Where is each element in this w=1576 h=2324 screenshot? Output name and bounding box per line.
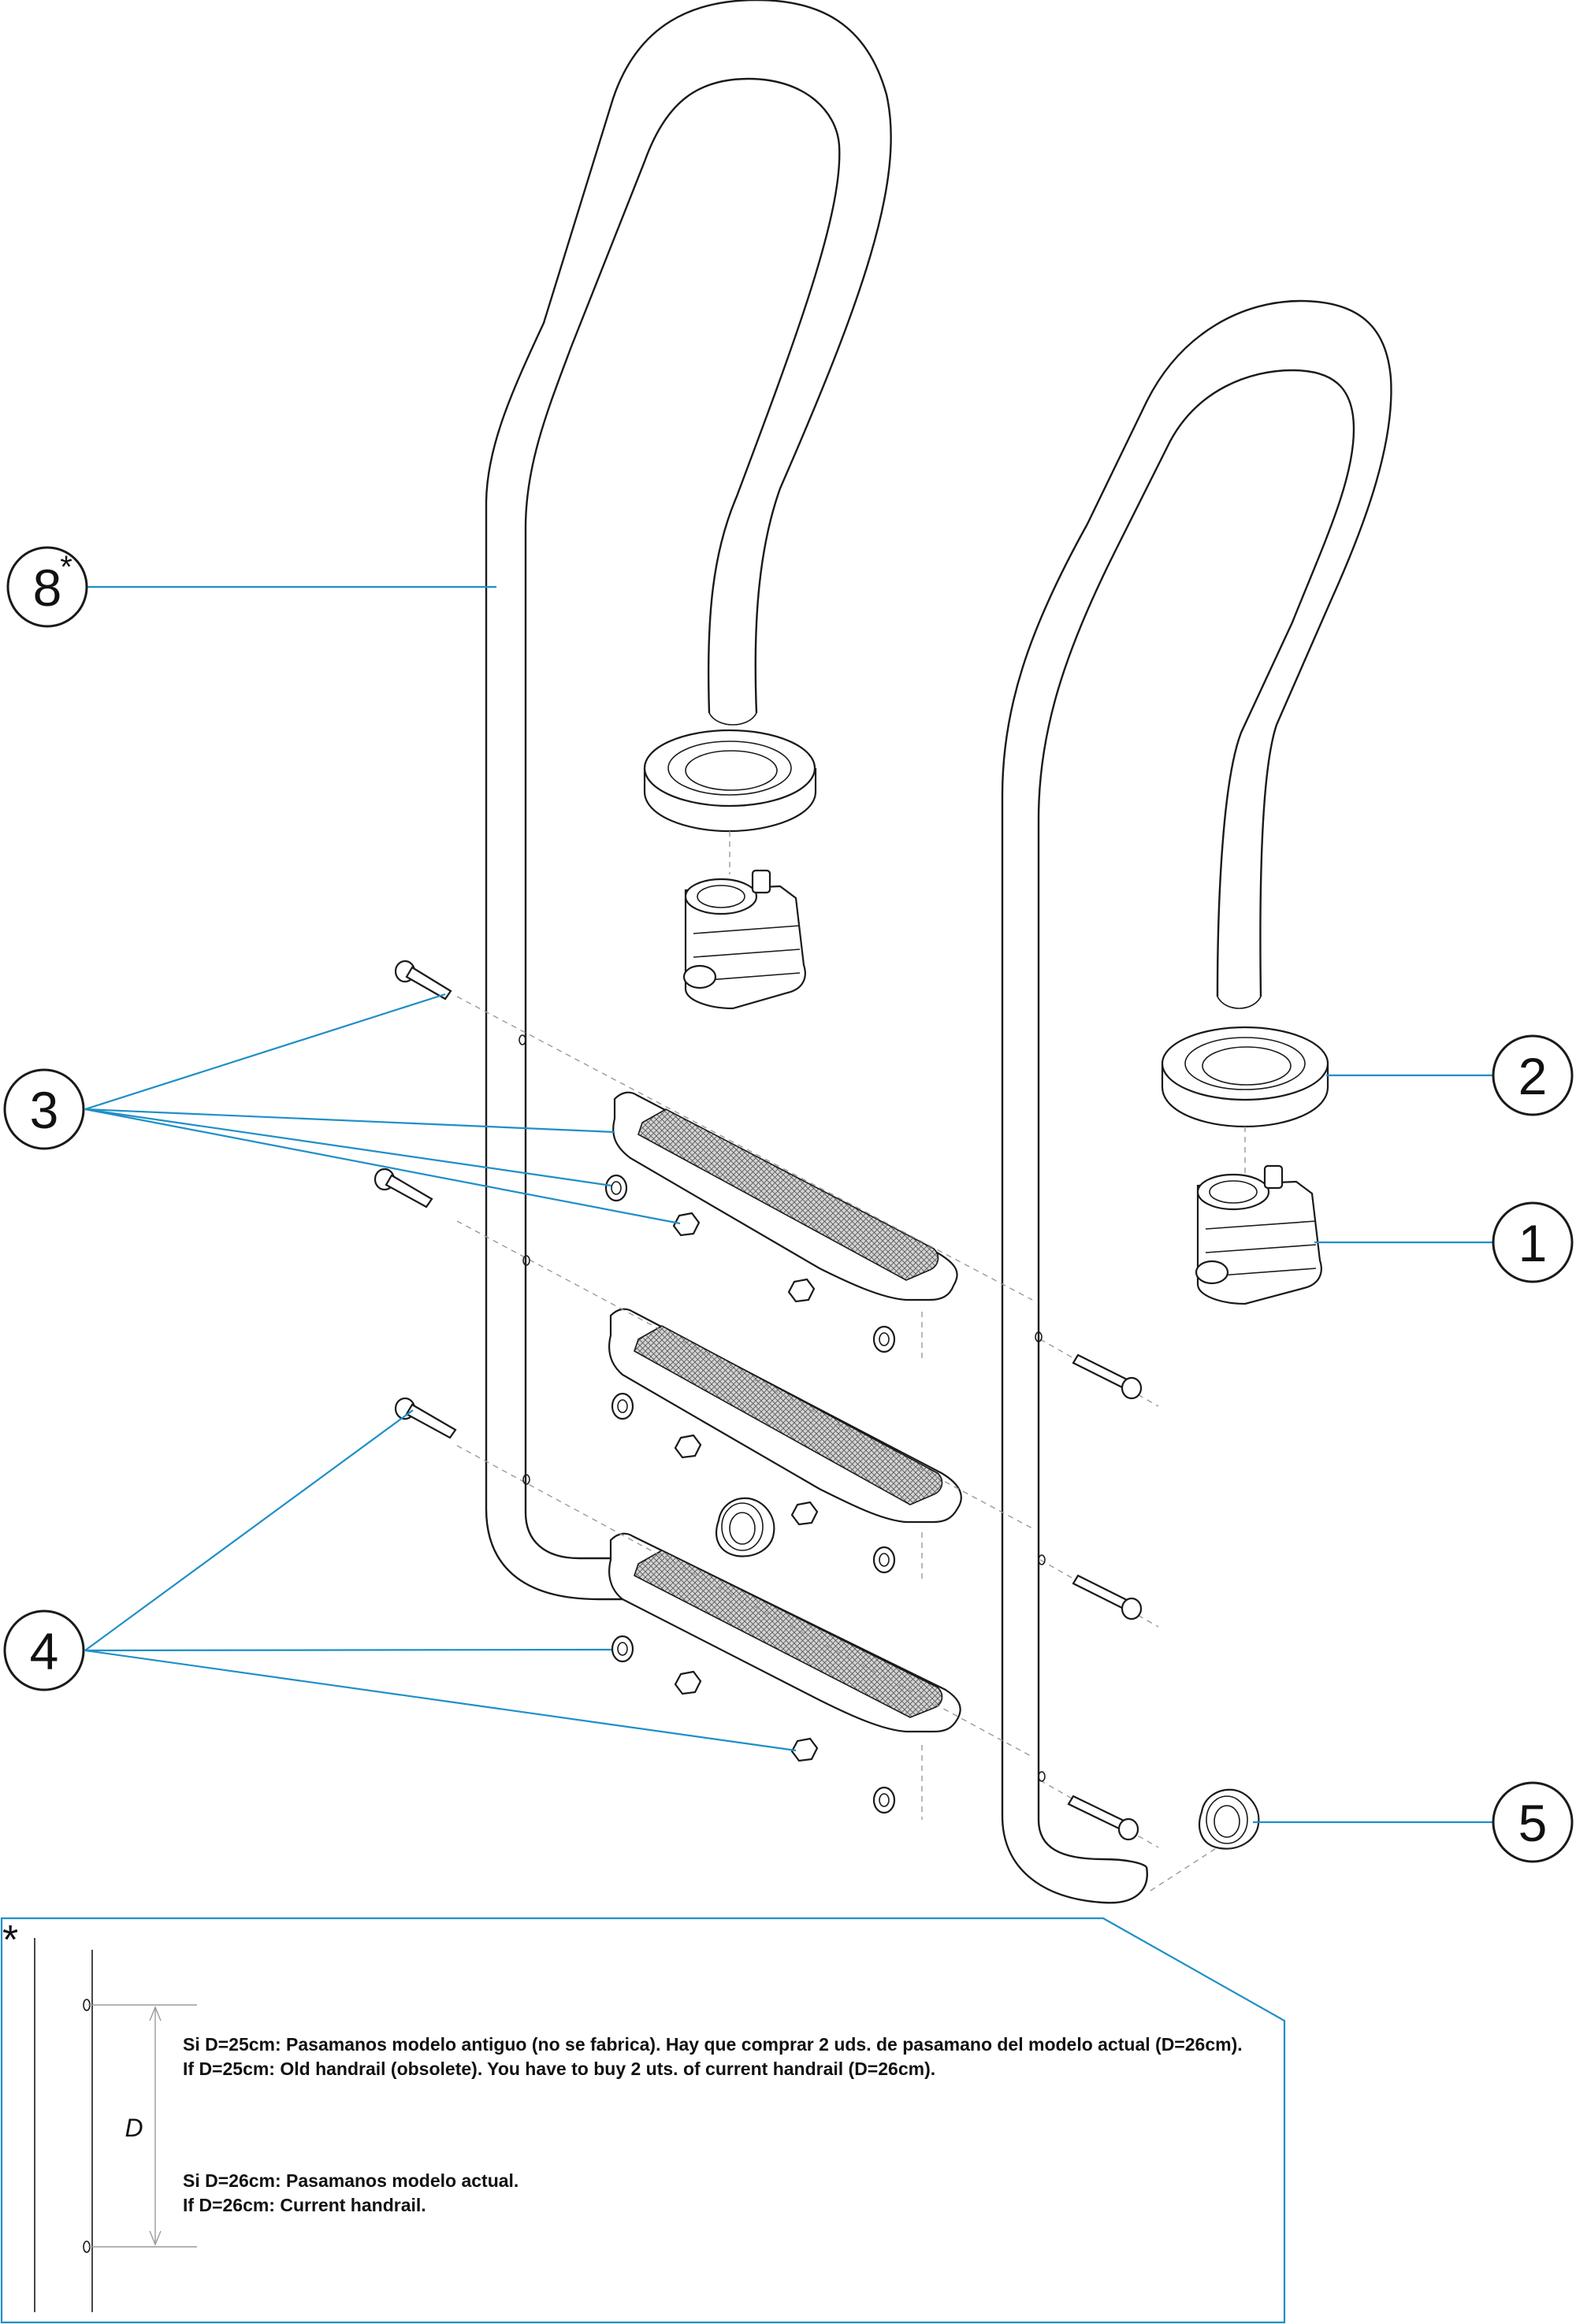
- leader-lines: [84, 585, 1493, 1824]
- step-1: [612, 1091, 958, 1301]
- note-line-en-25: If D=25cm: Old handrail (obsolete). You …: [183, 2059, 935, 2079]
- callout-4: 4: [3, 1609, 85, 1691]
- right-escutcheon: [1161, 1026, 1329, 1128]
- left-anchor-socket: [682, 869, 806, 1010]
- callout-8-asterisk: *: [60, 550, 72, 585]
- callout-3-number: 3: [30, 1081, 59, 1139]
- callout-8: 8 *: [6, 546, 88, 628]
- callout-4-number: 4: [30, 1622, 59, 1680]
- right-anchor-socket: [1195, 1164, 1322, 1305]
- end-caps: [716, 1497, 1260, 1850]
- note-line-es-25: Si D=25cm: Pasamanos modelo antiguo (no …: [183, 2034, 1243, 2055]
- left-handrail: [485, 0, 892, 1601]
- note-box: * D Si D=25cm: Pasamanos modelo antiguo …: [0, 1917, 1286, 2324]
- bolts: [374, 960, 1143, 1841]
- note-line-es-26: Si D=26cm: Pasamanos modelo actual.: [183, 2170, 519, 2191]
- left-escutcheon: [643, 729, 817, 833]
- note-asterisk: *: [2, 1917, 18, 1963]
- callout-1-number: 1: [1518, 1214, 1548, 1272]
- callout-2-number: 2: [1518, 1047, 1548, 1105]
- dimension-label: D: [125, 2114, 143, 2142]
- note-line-en-26: If D=26cm: Current handrail.: [183, 2195, 426, 2215]
- callout-5: 5: [1492, 1781, 1574, 1863]
- callout-1: 1: [1492, 1201, 1574, 1283]
- assembly-lines: [456, 831, 1246, 1891]
- step-2: [608, 1308, 962, 1524]
- step-3: [608, 1532, 961, 1733]
- washers-and-nuts: [604, 1174, 896, 1814]
- callout-8-number: 8: [33, 559, 62, 617]
- callout-2: 2: [1492, 1034, 1574, 1116]
- callout-5-number: 5: [1518, 1794, 1548, 1852]
- rail-holes: [519, 1034, 1046, 1782]
- right-handrail: [1001, 299, 1392, 1904]
- callout-3: 3: [3, 1068, 85, 1150]
